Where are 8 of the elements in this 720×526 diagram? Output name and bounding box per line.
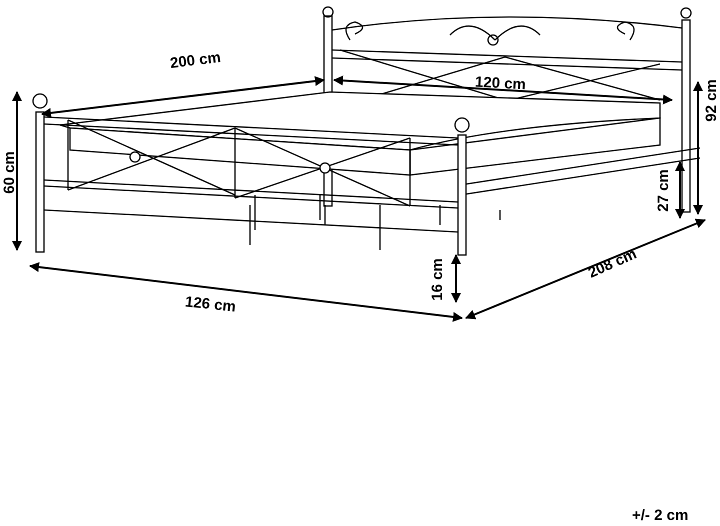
dimension-label: 16 cm (428, 258, 446, 300)
dimension-label: 120 cm (474, 73, 526, 93)
tolerance-note: +/- 2 cm (632, 506, 688, 524)
dimension-label: 27 cm (654, 168, 672, 212)
dimension-label: 92 cm (702, 78, 720, 122)
dimension-label: 200 cm (168, 48, 222, 72)
dimension-label: 60 cm (0, 150, 18, 194)
dimension-label: 126 cm (184, 292, 236, 316)
